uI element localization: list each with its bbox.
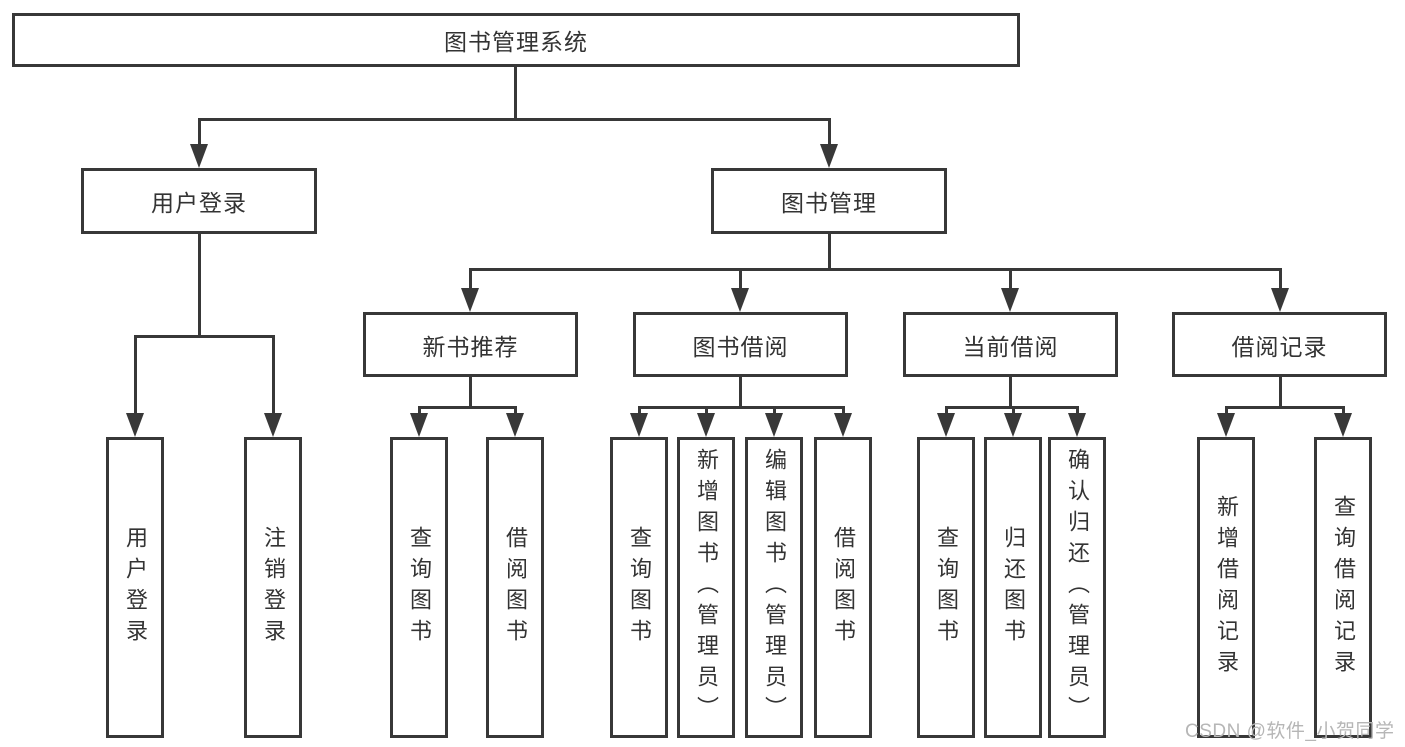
leaf-query-book-current: 查询图书	[917, 437, 975, 738]
arrowhead-borrow-record	[1271, 288, 1289, 312]
connector-stem-current-borrow	[1009, 268, 1012, 290]
arrowhead-borrow-book	[834, 413, 852, 437]
arrowhead-return-book	[1004, 413, 1022, 437]
arrowhead-query-record	[1334, 413, 1352, 437]
connector-stem-confirm-return	[1076, 406, 1079, 415]
leaf-query-book-borrow: 查询图书	[610, 437, 668, 738]
connector-stem-leaf-logout	[272, 335, 275, 415]
connector-stem-query-newbook	[418, 406, 421, 415]
node-book-management: 图书管理	[711, 168, 947, 234]
connector-root-crossbar	[198, 118, 831, 121]
connector-userlogin-stem	[198, 234, 201, 337]
connector-userlogin-crossbar	[134, 335, 275, 338]
connector-stem-borrow-record	[1279, 268, 1282, 290]
leaf-confirm-return-admin: 确认归还（管理员）	[1048, 437, 1106, 738]
connector-root-stem	[514, 67, 517, 119]
arrowhead-current-borrow	[1001, 288, 1019, 312]
arrowhead-leaf-logout	[264, 413, 282, 437]
leaf-query-book-newbook: 查询图书	[390, 437, 448, 738]
leaf-logout-login: 注销登录	[244, 437, 302, 738]
connector-stem-query-current	[945, 406, 948, 415]
leaf-borrow-book-newbook: 借阅图书	[486, 437, 544, 738]
connector-stem-book-management	[828, 118, 831, 146]
connector-newbook-crossbar	[418, 406, 517, 409]
node-borrow-record: 借阅记录	[1172, 312, 1387, 377]
leaf-query-borrow-record: 查询借阅记录	[1314, 437, 1372, 738]
connector-stem-leaf-user-login	[134, 335, 137, 415]
connector-stem-query-borrow	[638, 406, 641, 415]
arrowhead-query-borrow	[630, 413, 648, 437]
arrowhead-query-current	[937, 413, 955, 437]
connector-stem-new-book	[469, 268, 472, 290]
node-current-borrow: 当前借阅	[903, 312, 1118, 377]
arrowhead-new-book	[461, 288, 479, 312]
connector-borrowrecord-crossbar	[1225, 406, 1345, 409]
connector-stem-query-record	[1342, 406, 1345, 415]
arrowhead-query-newbook	[410, 413, 428, 437]
leaf-add-borrow-record: 新增借阅记录	[1197, 437, 1255, 738]
connector-bookmgmt-crossbar	[469, 268, 1281, 271]
leaf-add-book-admin: 新增图书（管理员）	[677, 437, 735, 738]
connector-stem-book-borrow	[739, 268, 742, 290]
connector-currentborrow-stem	[1009, 377, 1012, 408]
connector-bookmgmt-stem	[828, 234, 831, 270]
node-new-book-recommend: 新书推荐	[363, 312, 578, 377]
arrowhead-book-borrow	[731, 288, 749, 312]
connector-newbook-stem	[469, 377, 472, 408]
connector-stem-borrow-book	[842, 406, 845, 415]
arrowhead-confirm-return	[1068, 413, 1086, 437]
node-book-borrow: 图书借阅	[633, 312, 848, 377]
node-root: 图书管理系统	[12, 13, 1020, 67]
connector-stem-borrow-newbook	[514, 406, 517, 415]
connector-stem-return-book	[1012, 406, 1015, 415]
csdn-watermark: CSDN @软件_小贺同学	[1185, 721, 1395, 742]
leaf-return-book: 归还图书	[984, 437, 1042, 738]
arrowhead-add-record	[1217, 413, 1235, 437]
connector-bookborrow-crossbar	[638, 406, 845, 409]
connector-stem-edit-book	[773, 406, 776, 415]
arrowhead-borrow-newbook	[506, 413, 524, 437]
arrowhead-user-login	[190, 144, 208, 168]
leaf-user-login: 用户登录	[106, 437, 164, 738]
leaf-borrow-book-borrow: 借阅图书	[814, 437, 872, 738]
leaf-edit-book-admin: 编辑图书（管理员）	[745, 437, 803, 738]
connector-stem-user-login	[198, 118, 201, 146]
connector-bookborrow-stem	[739, 377, 742, 408]
arrowhead-book-management	[820, 144, 838, 168]
arrowhead-add-book	[697, 413, 715, 437]
connector-borrowrecord-stem	[1279, 377, 1282, 408]
connector-stem-add-book	[705, 406, 708, 415]
arrowhead-leaf-user-login	[126, 413, 144, 437]
node-user-login: 用户登录	[81, 168, 317, 234]
arrowhead-edit-book	[765, 413, 783, 437]
connector-stem-add-record	[1225, 406, 1228, 415]
